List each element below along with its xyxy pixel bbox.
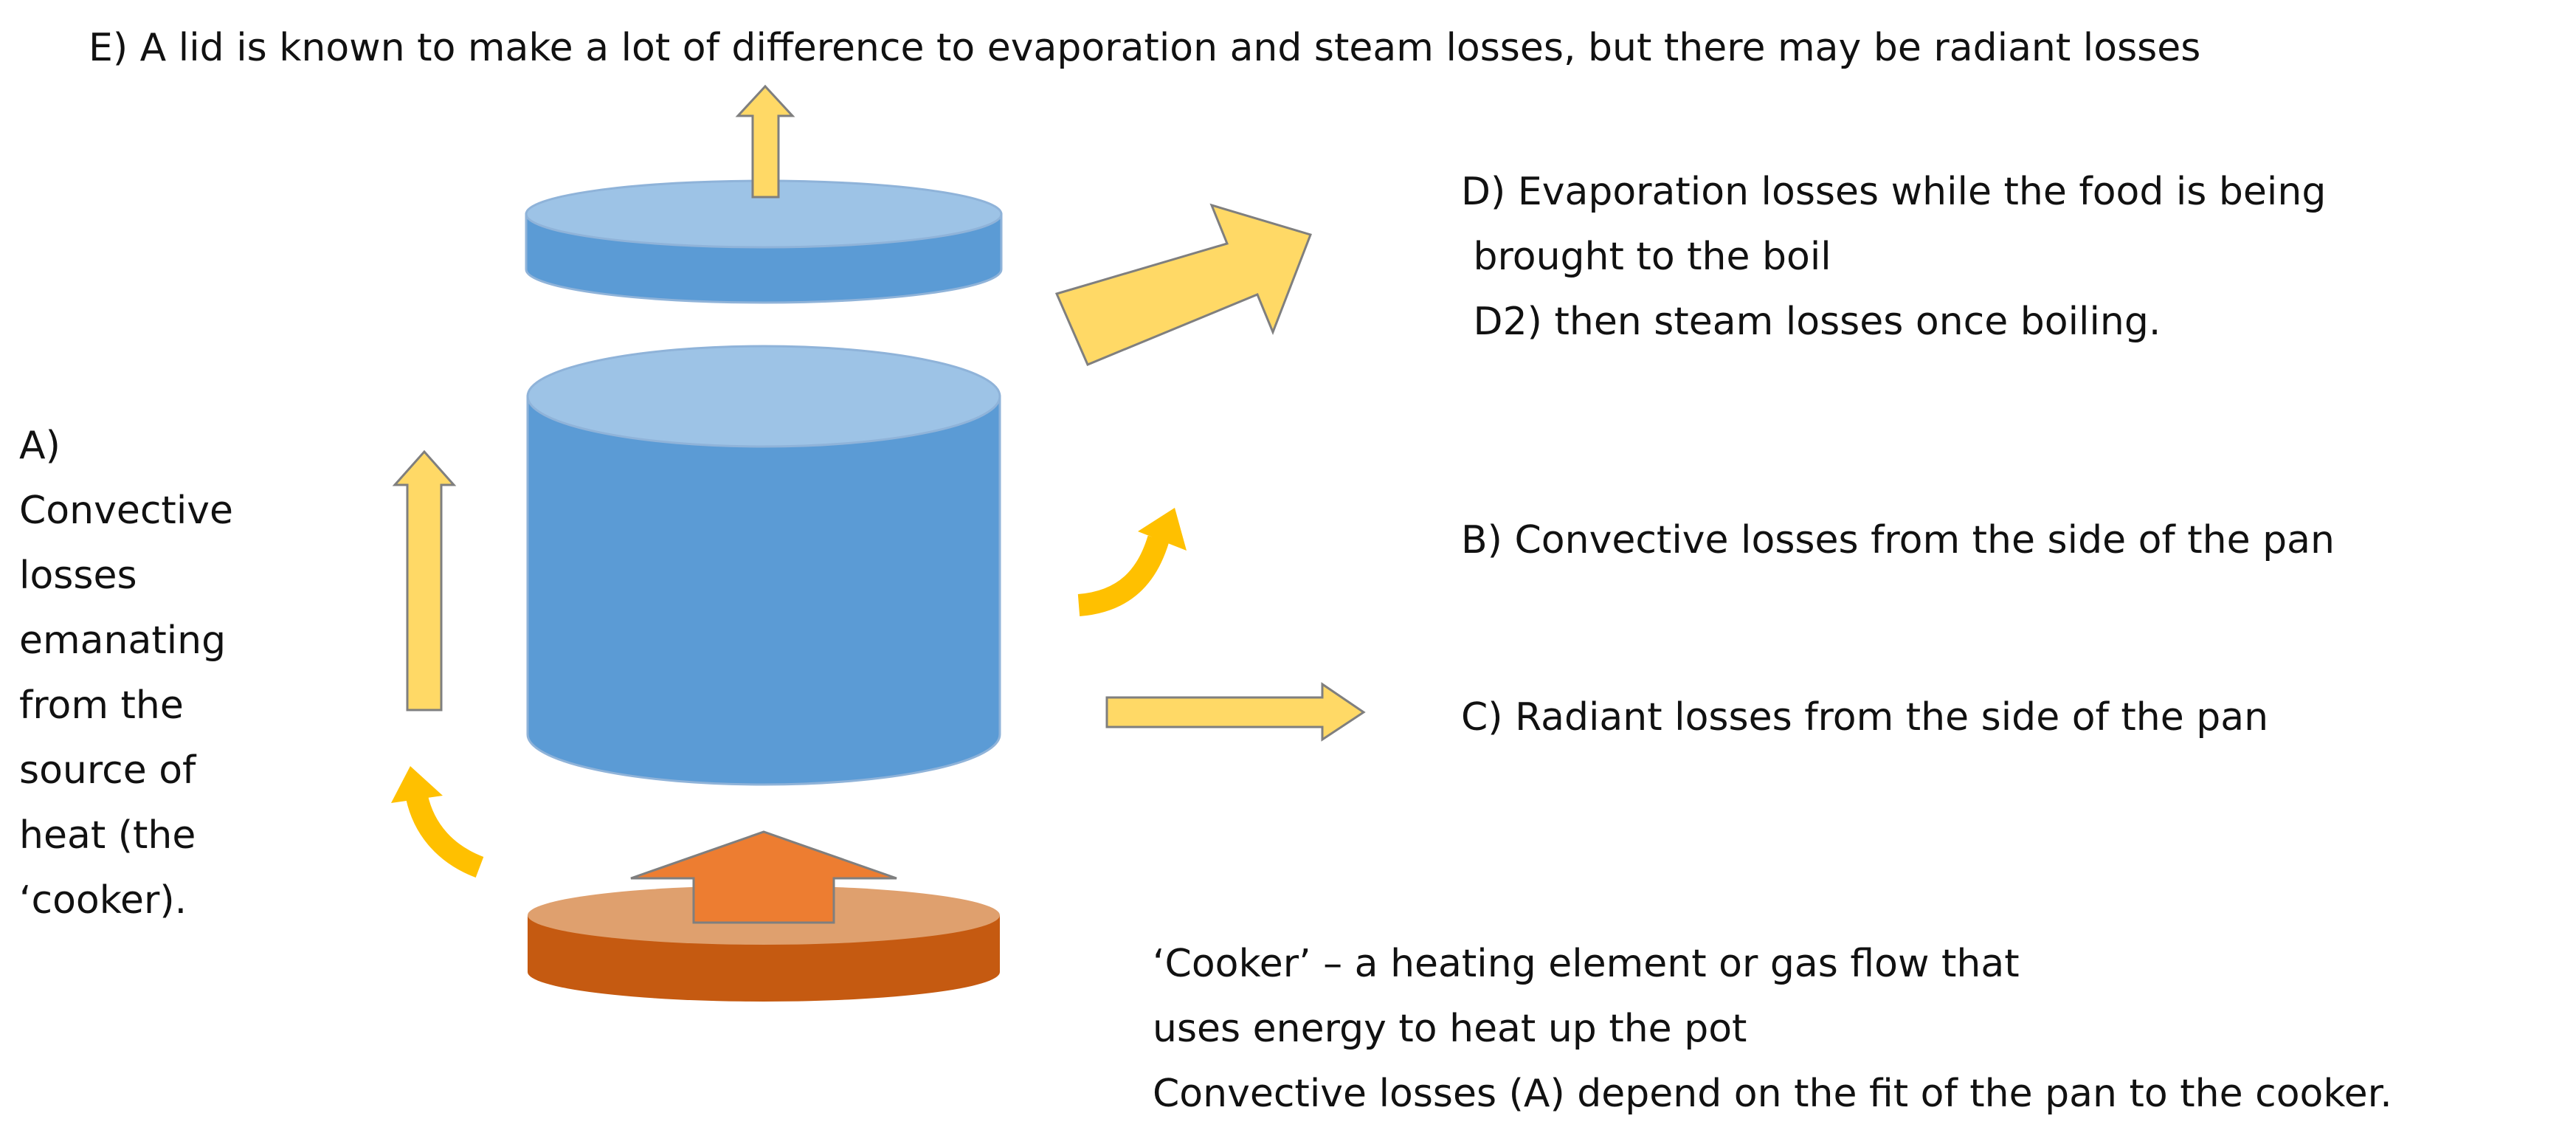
label-c-radiant-side: C) Radiant losses from the side of the p…: [1461, 695, 2269, 740]
label-a-line: losses: [19, 554, 137, 598]
label-a-line: emanating: [19, 618, 227, 663]
label-e-lid: E) A lid is known to make a lot of diffe…: [89, 26, 2201, 70]
label-a-line: from the: [19, 683, 184, 728]
label-d-line: brought to the boil: [1461, 235, 1831, 279]
heat-arrow: [630, 830, 897, 924]
pot-side: [526, 395, 1001, 786]
label-a-convective: A) Convective losses emanating from the …: [19, 413, 233, 933]
arrow-b-curved: [1077, 508, 1187, 616]
lid: [525, 179, 1003, 304]
label-a-line: A): [19, 424, 61, 468]
label-d-line: D2) then steam losses once boiling.: [1461, 300, 2161, 344]
label-b-convective-side: B) Convective losses from the side of th…: [1461, 518, 2335, 562]
label-cooker-line: ‘Cooker’ – a heating element or gas flow…: [1153, 942, 2020, 986]
label-cooker-line: uses energy to heat up the pot: [1153, 1007, 1747, 1051]
arrow-a-curved: [391, 766, 484, 878]
arrow-a-convective-up: [392, 449, 457, 711]
label-d-evaporation: D) Evaporation losses while the food is …: [1461, 159, 2326, 354]
label-a-line: source of: [19, 748, 196, 793]
label-a-line: heat (the: [19, 813, 196, 858]
arrow-e-up: [735, 84, 795, 199]
label-cooker-note: ‘Cooker’ – a heating element or gas flow…: [1153, 931, 2392, 1126]
pot-top: [526, 345, 1001, 448]
arrow-d-steam: [1054, 203, 1312, 366]
label-a-line: Convective: [19, 489, 234, 533]
label-a-line: ‘cooker).: [19, 878, 187, 923]
pot: [526, 345, 1001, 786]
label-d-line: D) Evaporation losses while the food is …: [1461, 170, 2327, 214]
arrow-c-radiant: [1105, 682, 1366, 742]
label-cooker-line: Convective losses (A) depend on the fit …: [1153, 1072, 2392, 1116]
